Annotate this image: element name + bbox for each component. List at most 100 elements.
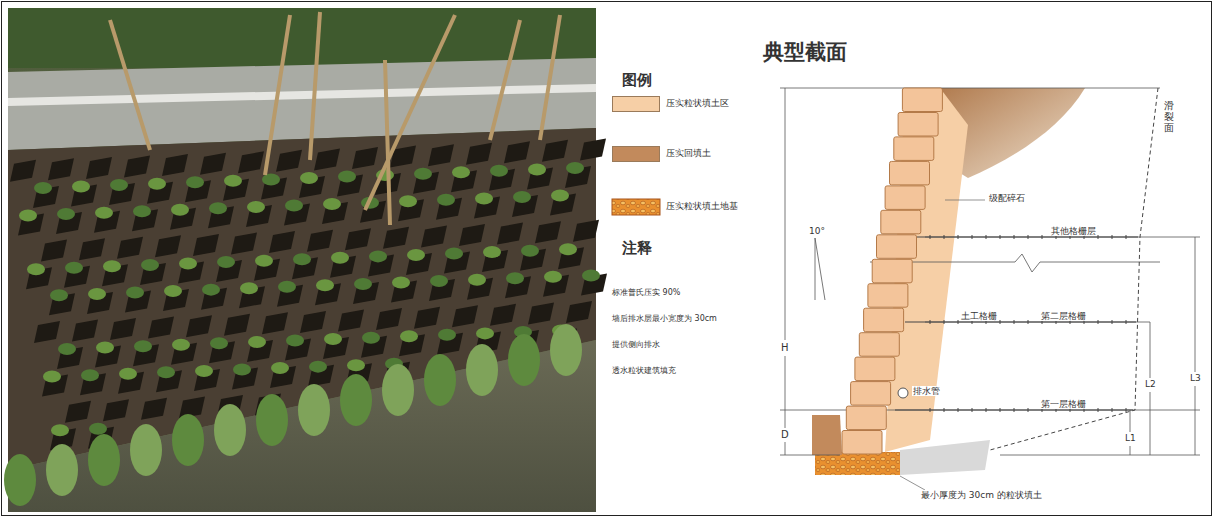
plant — [172, 339, 190, 351]
block-cells — [10, 138, 607, 450]
plant — [186, 176, 204, 188]
wall-block — [859, 333, 899, 357]
block-cell — [414, 307, 440, 329]
plant — [224, 175, 242, 187]
block-cell — [497, 223, 523, 245]
text-label: 排水管 — [912, 386, 941, 396]
block-cell — [231, 233, 257, 255]
plant — [407, 249, 425, 261]
grid-tick — [1000, 320, 1001, 324]
text-label: 提供侧向排水 — [612, 340, 660, 349]
waterside-plant — [424, 354, 456, 406]
wall-block — [846, 406, 886, 430]
grid-tick — [1112, 320, 1113, 324]
plant — [88, 288, 106, 300]
grid-tick — [1014, 235, 1015, 239]
grid-tick — [1014, 320, 1015, 324]
geogrid-layers — [895, 237, 1138, 410]
plant — [65, 262, 83, 274]
waterside-plant — [130, 424, 162, 476]
plant — [544, 271, 562, 283]
grid-tick — [930, 235, 931, 239]
text-label: 透水粒状建筑填充 — [612, 366, 676, 375]
grid-tick — [1126, 408, 1127, 412]
wall-block — [868, 284, 908, 308]
plant — [164, 285, 182, 297]
wall-block — [902, 88, 942, 112]
legend-swatch — [612, 146, 660, 162]
block-cell — [421, 225, 447, 247]
plant — [331, 252, 349, 264]
text-label: D — [780, 429, 790, 441]
grid-tick — [930, 408, 931, 412]
plant — [316, 279, 334, 291]
plant — [324, 333, 342, 345]
wall-block — [842, 431, 882, 455]
legend-pattern-swatch — [612, 199, 660, 215]
block-cell — [10, 160, 36, 182]
waterside-plant — [46, 444, 78, 496]
text-label: H — [780, 342, 790, 354]
plants — [4, 162, 600, 506]
grid-tick — [1014, 408, 1015, 412]
plant — [43, 371, 61, 383]
plant — [255, 255, 273, 267]
grid-tick — [1126, 320, 1127, 324]
plant — [210, 337, 228, 349]
plant — [34, 182, 52, 194]
wall-block — [890, 161, 930, 185]
drain-pipe — [898, 388, 908, 398]
grid-tick — [1028, 235, 1029, 239]
wall-block — [881, 210, 921, 234]
plant — [293, 253, 311, 265]
plant — [217, 256, 235, 268]
block-cell — [459, 224, 485, 246]
bamboo-stakes — [110, 12, 560, 225]
grid-tick — [958, 235, 959, 239]
text-label: 注释 — [622, 240, 652, 257]
block-cell — [79, 238, 105, 260]
grid-tick — [1112, 408, 1113, 412]
grid-tick — [958, 320, 959, 324]
plant — [551, 190, 569, 202]
block-cell — [110, 318, 136, 340]
plant — [262, 173, 280, 185]
block-cell — [141, 398, 167, 420]
plant — [285, 200, 303, 212]
block-cell — [452, 305, 478, 327]
block-cell — [490, 304, 516, 326]
plant — [483, 246, 501, 258]
failure-plane — [990, 88, 1158, 450]
plant — [430, 275, 448, 287]
plant — [400, 330, 418, 342]
plant — [278, 281, 296, 293]
plant — [445, 248, 463, 260]
block-cell — [580, 138, 606, 160]
plant — [323, 198, 341, 210]
plant — [96, 342, 114, 354]
block-cell — [269, 231, 295, 253]
text-label: 压实回填土 — [666, 148, 711, 158]
plant — [338, 171, 356, 183]
block-cell — [338, 310, 364, 332]
block-cell — [276, 150, 302, 172]
plant — [202, 284, 220, 296]
plant — [369, 250, 387, 262]
grid-tick — [972, 408, 973, 412]
block-cell — [41, 240, 67, 262]
plant — [209, 202, 227, 214]
block-cell — [383, 227, 409, 249]
grid-ticks — [930, 235, 1126, 412]
guide-lines — [780, 88, 1200, 455]
plant — [506, 272, 524, 284]
photo-background — [8, 8, 596, 512]
plant — [437, 194, 455, 206]
plant — [300, 172, 318, 184]
grid-tick — [1000, 408, 1001, 412]
plant — [513, 191, 531, 203]
waterside-plant — [382, 364, 414, 416]
wall-block — [894, 137, 934, 161]
plant — [475, 192, 493, 204]
plant — [89, 423, 107, 435]
